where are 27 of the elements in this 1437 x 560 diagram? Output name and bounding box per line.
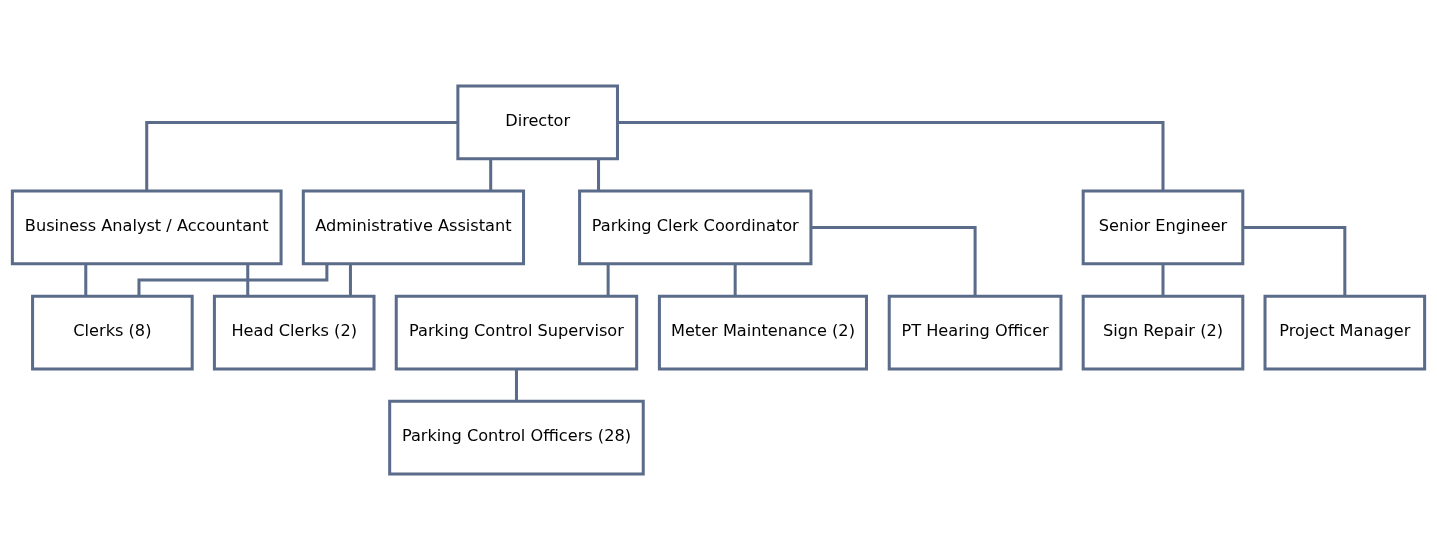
node-box: Parking Control Supervisor — [394, 294, 639, 371]
connector — [606, 263, 610, 297]
node-box: PT Hearing Officer — [887, 294, 1063, 371]
node-box: Director — [456, 84, 619, 161]
node-box: Business Analyst / Accountant — [10, 189, 283, 266]
node-box: Parking Control Officers (28) — [388, 399, 645, 476]
connector — [1161, 263, 1165, 297]
node-box: Clerks (8) — [31, 294, 194, 371]
node-box: Head Clerks (2) — [212, 294, 376, 371]
node-box: Senior Engineer — [1081, 189, 1245, 266]
connector — [811, 225, 977, 297]
node-box: Sign Repair (2) — [1081, 294, 1245, 371]
connector — [617, 120, 1165, 191]
connector — [348, 263, 352, 297]
connector — [514, 369, 518, 402]
node-box: Project Manager — [1263, 294, 1427, 371]
node-box: Meter Maintenance (2) — [657, 294, 868, 371]
connector — [1243, 225, 1347, 297]
connector — [489, 158, 493, 192]
connector — [246, 263, 250, 297]
node-box: Parking Clerk Coordinator — [578, 189, 813, 266]
node-box: Administrative Assistant — [301, 189, 526, 266]
connector — [84, 263, 88, 297]
connector — [597, 158, 601, 192]
connector — [137, 263, 329, 297]
connector — [145, 120, 458, 191]
connector — [733, 263, 737, 297]
